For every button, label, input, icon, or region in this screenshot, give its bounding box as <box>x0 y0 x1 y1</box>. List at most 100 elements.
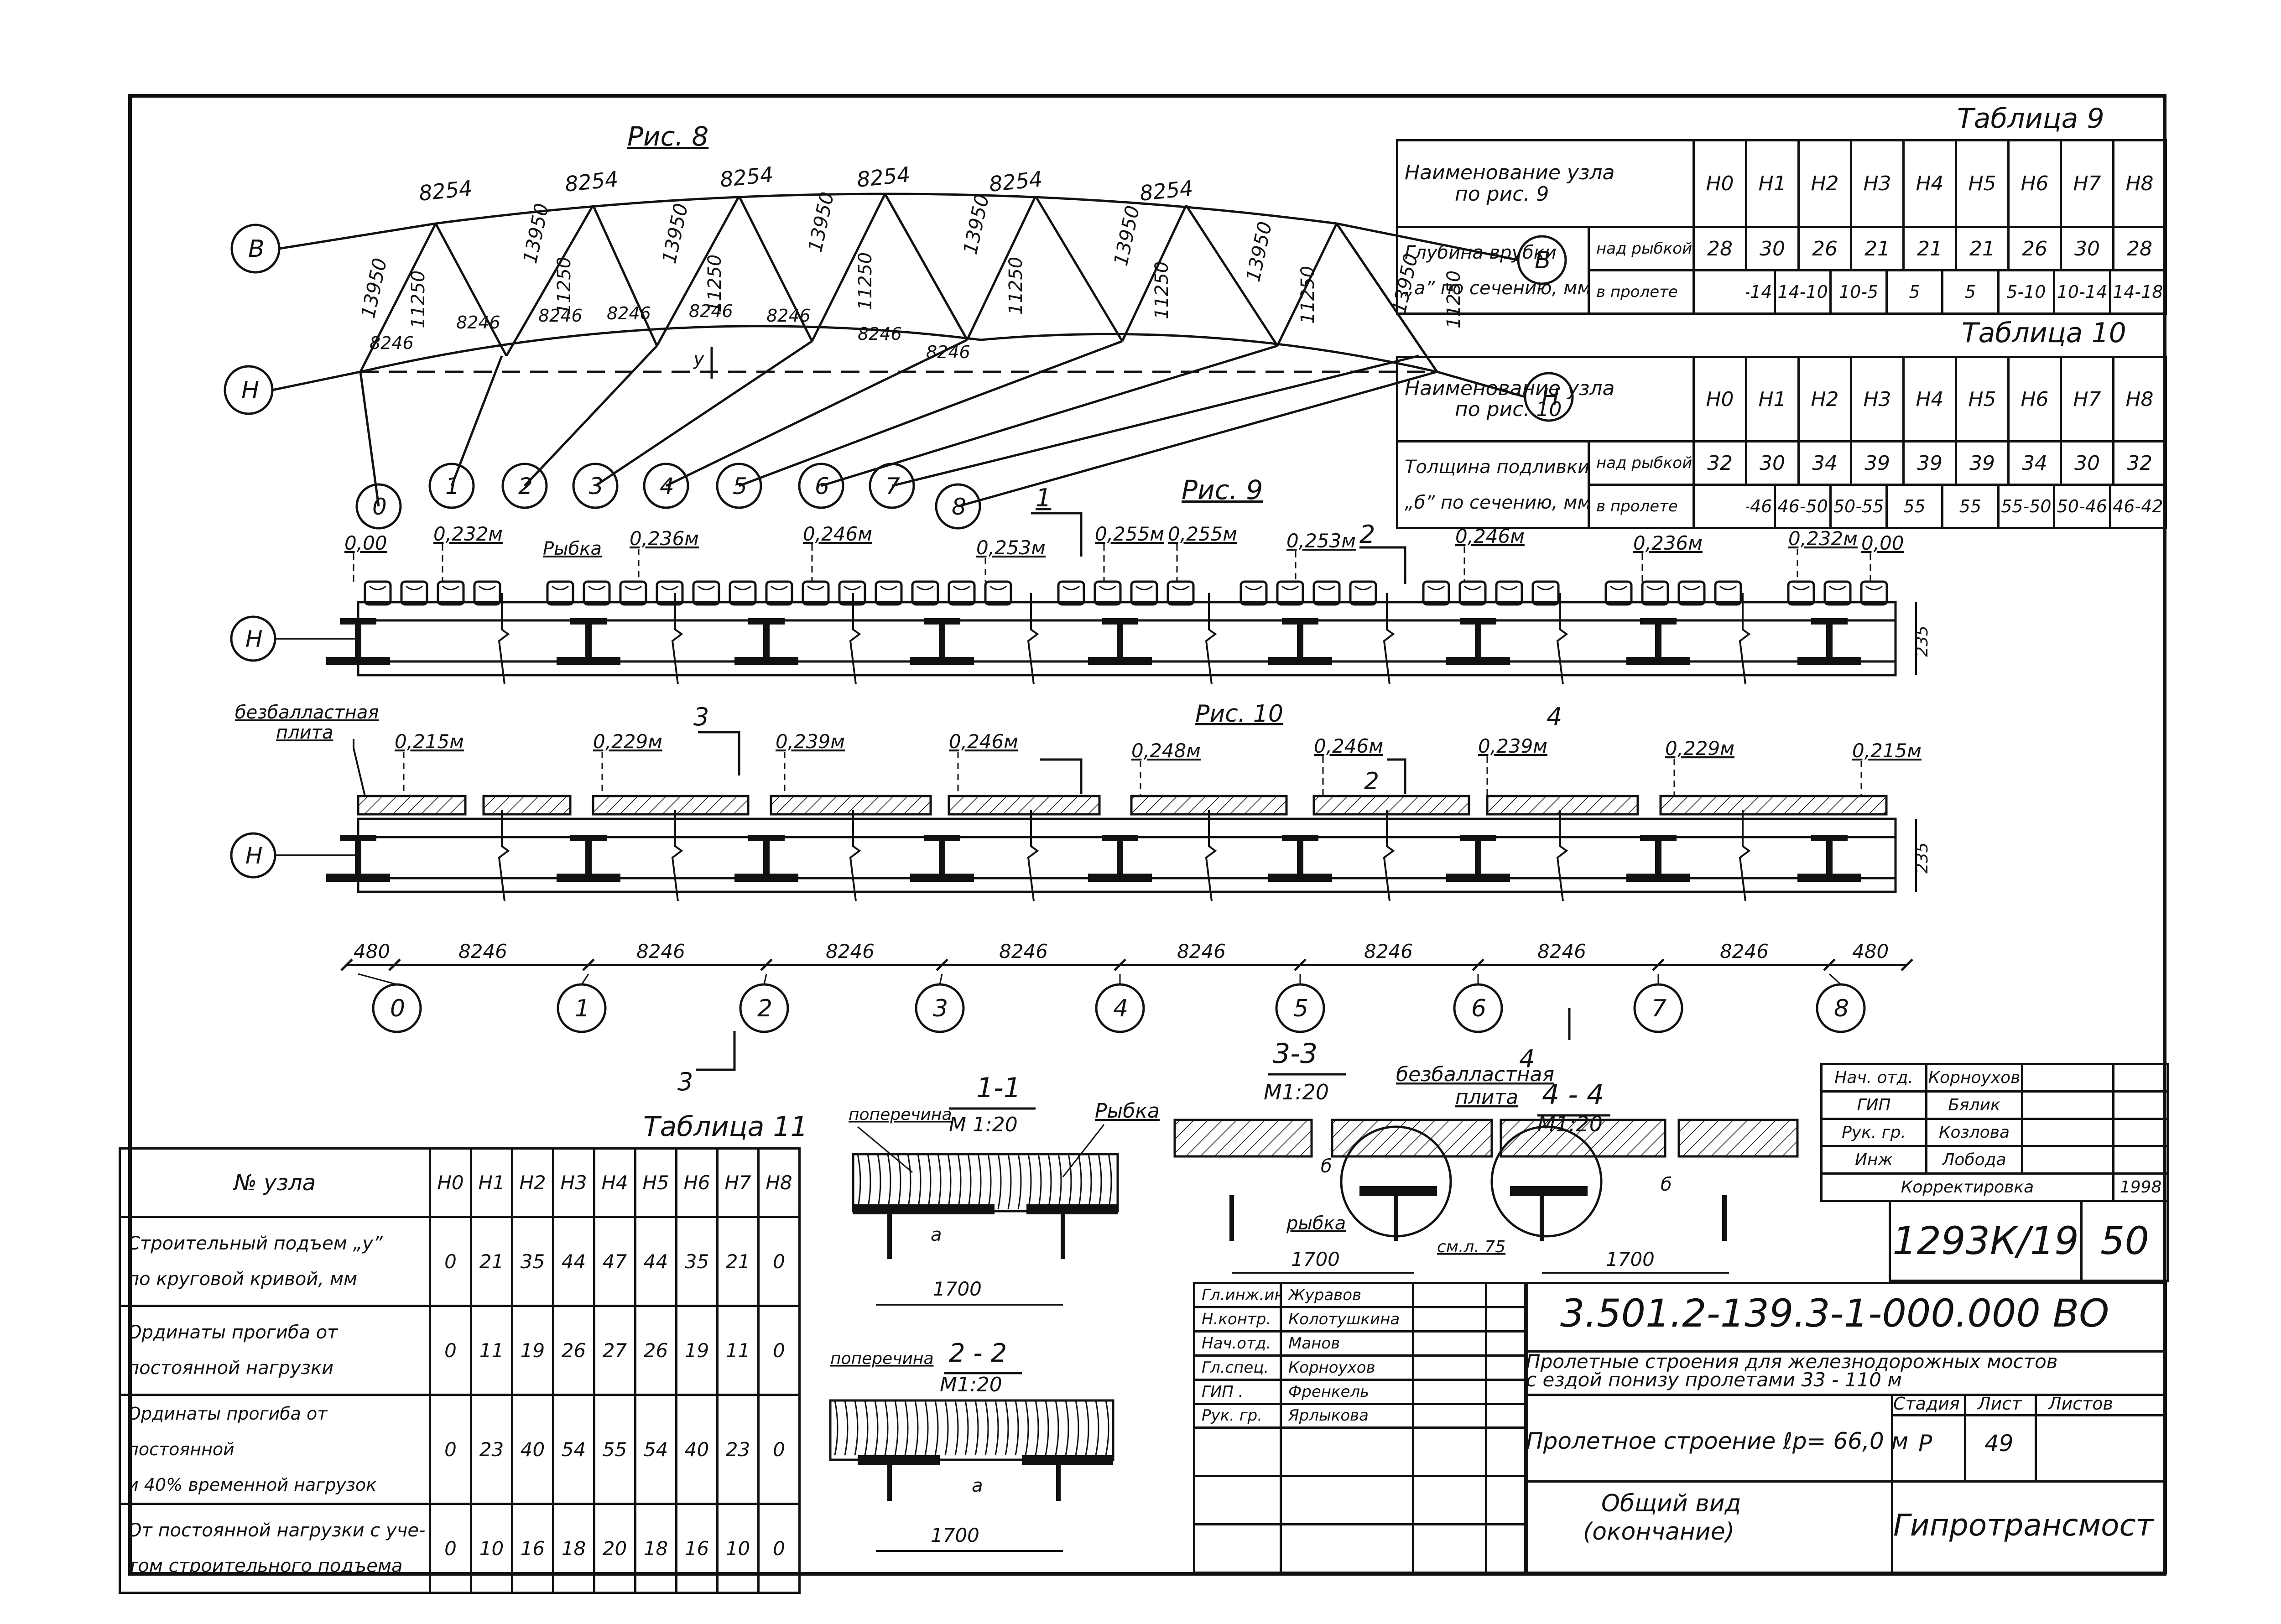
table9-col: Н8 <box>2112 139 2167 228</box>
floor-beam-top-flange <box>748 618 785 625</box>
elevation-label: 0,255м <box>1095 523 1164 545</box>
dim-tick <box>1652 958 1665 971</box>
node-label: 3 <box>933 995 948 1022</box>
section-mark-2: 2 <box>1359 520 1375 549</box>
node-label: 7 <box>885 473 900 500</box>
table11-col: Н5 <box>634 1147 677 1218</box>
vertical-dim: 11250 <box>1151 261 1172 319</box>
tb-date <box>1485 1378 1528 1405</box>
node-leader <box>939 973 943 985</box>
break-mark <box>1383 593 1395 685</box>
bottom-chord-right <box>980 333 1437 373</box>
node-leader <box>450 355 503 486</box>
node-leader <box>358 973 397 985</box>
slab-section <box>1500 1119 1666 1158</box>
vertical-dim: 11250 <box>408 271 429 328</box>
section-2-2-scale: М1:20 <box>940 1373 1002 1396</box>
slab-panel <box>357 795 467 816</box>
diagonal-dim: 13950 <box>357 256 391 320</box>
bottom-chord-dim: 8246 <box>456 312 500 333</box>
sleeper-arc <box>944 1400 949 1456</box>
floor-beam-top-flange <box>1640 618 1677 625</box>
table11-cell: 18 <box>552 1503 595 1594</box>
node-label: 0 <box>390 995 405 1022</box>
drawing-title: Общий вид (окончание) <box>1583 1489 1741 1546</box>
vertical-dim: 11250 <box>1005 257 1026 315</box>
leader <box>1062 1124 1105 1177</box>
table11-cell: 27 <box>593 1305 636 1396</box>
node-label: 6 <box>1471 995 1486 1022</box>
sleeper-detail <box>1683 585 1700 590</box>
node-circle <box>501 463 548 509</box>
table11-cell: 23 <box>716 1394 760 1505</box>
floor-beam-flange <box>734 874 798 882</box>
break-mark <box>1739 593 1751 685</box>
vertical-dim: 11250 <box>554 257 575 315</box>
section-mark-line <box>1040 758 1083 794</box>
sleeper-arc <box>1045 1400 1049 1456</box>
approval-role: Инж <box>1820 1145 1927 1175</box>
node-circle <box>935 483 981 530</box>
section-1-1-poperechina: поперечина <box>849 1105 952 1124</box>
table10-sub-over: над рыбкой <box>1588 440 1695 486</box>
sleeper-detail <box>479 585 496 590</box>
section-slab-label: плита <box>1455 1086 1518 1109</box>
node-label: 5 <box>1293 995 1308 1022</box>
section-1-1-rybka: Рыбка <box>1095 1099 1160 1123</box>
section-mark-3: 3 <box>677 1067 693 1096</box>
floor-beam-flange <box>1797 657 1861 665</box>
node-label: 4 <box>1113 995 1128 1022</box>
table11-cell: 54 <box>634 1394 677 1505</box>
floor-beam-top-flange <box>748 835 785 841</box>
table11-col: Н6 <box>675 1147 719 1218</box>
approval-blank <box>2112 1118 2169 1147</box>
elevation-label: 0,246м <box>1455 525 1525 547</box>
node-label: 8 <box>1834 995 1849 1022</box>
break-mark <box>1027 593 1039 685</box>
floor-beam-flange <box>326 657 390 665</box>
sleeper-arc <box>1095 1400 1099 1456</box>
table10-col: Н8 <box>2112 356 2167 442</box>
section-4-4-title: 4 - 4 <box>1542 1079 1604 1111</box>
signature <box>1412 1378 1487 1405</box>
sleeper-arc <box>877 1154 881 1209</box>
table9-col: Н3 <box>1850 139 1905 228</box>
sleeper-arc <box>904 1400 909 1456</box>
web-member <box>1276 223 1338 347</box>
sleeper <box>1641 580 1669 606</box>
sleeper-arc <box>867 1154 871 1209</box>
sleeper-arc <box>974 1400 979 1456</box>
table10-sub-span: в пролете <box>1588 484 1695 529</box>
sleeper <box>692 580 720 606</box>
table11-col: Н3 <box>552 1147 595 1218</box>
sleeper-detail <box>1135 585 1153 590</box>
axis-bubble-label: Н <box>241 377 259 404</box>
album-sheet: 50 <box>2080 1200 2169 1282</box>
elevation-label: 0,239м <box>776 730 845 753</box>
web-member <box>505 204 594 357</box>
sleeper-arc <box>1027 1154 1032 1209</box>
table11-cell: 0 <box>757 1394 801 1505</box>
table9-cell: 21 <box>1955 226 2010 271</box>
stage-col2 <box>1964 1394 1966 1480</box>
sleeper <box>1349 580 1377 606</box>
table11: № узла Н0 Н1 Н2 Н3 Н4 Н5 Н6 Н7 Н8 Строит… <box>119 1147 801 1594</box>
dim-tick <box>340 958 353 971</box>
floor-beam-top-flange <box>570 835 607 841</box>
node-leader <box>763 973 767 985</box>
table11-cell: 0 <box>429 1216 472 1307</box>
sleeper-arc <box>834 1400 838 1456</box>
sleeper-detail <box>1792 585 1810 590</box>
table11-cell: 21 <box>716 1216 760 1307</box>
table11-cell: 44 <box>634 1216 677 1307</box>
sleeper-arc <box>1035 1400 1039 1456</box>
node-leader <box>958 370 1437 508</box>
dim-1700: 1700 <box>931 1524 979 1546</box>
floor-beam-flange <box>557 874 620 882</box>
sleeper-detail <box>880 585 897 590</box>
slab-panel <box>1659 795 1888 816</box>
table11-col: Н8 <box>757 1147 801 1218</box>
table9-cell: 30 <box>2060 226 2114 271</box>
